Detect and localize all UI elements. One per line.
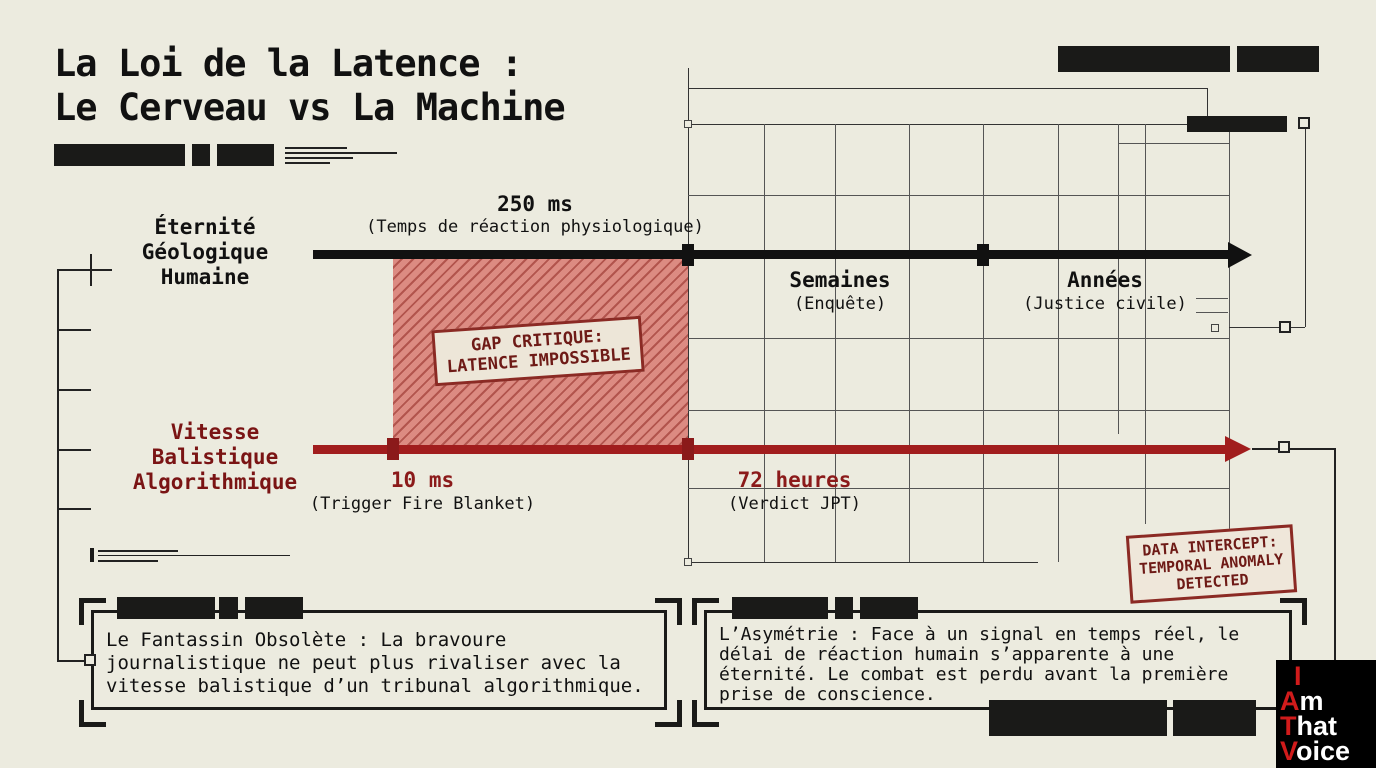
redaction-bar xyxy=(54,144,185,166)
info-box-fantassin: Le Fantassin Obsolète : La bravoure jour… xyxy=(91,610,667,710)
tick-marker xyxy=(682,244,694,266)
redaction-bar xyxy=(1058,46,1230,72)
redaction-bar xyxy=(117,597,215,619)
data-intercept-stamp: DATA INTERCEPT: TEMPORAL ANOMALY DETECTE… xyxy=(1125,524,1297,604)
machine-timeline-axis xyxy=(313,445,1228,454)
redaction-bar xyxy=(1173,700,1256,736)
connector-node xyxy=(1298,117,1310,129)
connector-node xyxy=(1279,321,1291,333)
redaction-bar xyxy=(732,597,828,619)
marker-72h: 72 heures (Verdict JPT) xyxy=(727,468,862,514)
lane-label-human: Éternité Géologique Humaine xyxy=(141,215,269,289)
decorative-line xyxy=(285,162,330,164)
decorative-line xyxy=(285,147,347,149)
tick-marker xyxy=(682,438,694,460)
lane-label-machine: Vitesse Balistique Algorithmique xyxy=(132,420,298,494)
redaction-bar xyxy=(219,597,238,619)
marker-10ms: 10 ms (Trigger Fire Blanket) xyxy=(309,468,536,514)
connector-node xyxy=(1278,441,1290,453)
decorative-line xyxy=(285,157,353,159)
marker-years: Années (Justice civile) xyxy=(1023,268,1187,314)
page-title: La Loi de la Latence : Le Cerveau vs La … xyxy=(54,42,566,129)
info-box-asymetrie: L’Asymétrie : Face à un signal en temps … xyxy=(704,610,1292,710)
marker-weeks: Semaines (Enquête) xyxy=(789,268,891,314)
marker-250ms: 250 ms (Temps de réaction physiologique) xyxy=(366,192,704,237)
human-timeline-axis xyxy=(313,250,1233,259)
arrow-head-icon xyxy=(1228,242,1252,268)
tick-marker xyxy=(977,244,989,266)
redaction-bar xyxy=(989,700,1167,736)
connector-node xyxy=(84,654,96,666)
tick-marker xyxy=(387,438,399,460)
iamthatvoice-logo: I Am That Voice xyxy=(1276,660,1376,768)
redaction-bar xyxy=(217,144,274,166)
redaction-bar xyxy=(860,597,918,619)
arrow-head-icon xyxy=(1225,436,1251,462)
redaction-bar xyxy=(1237,46,1319,72)
redaction-bar xyxy=(835,597,853,619)
redaction-bar xyxy=(192,144,210,166)
decorative-line xyxy=(285,152,397,154)
redaction-bar xyxy=(245,597,303,619)
